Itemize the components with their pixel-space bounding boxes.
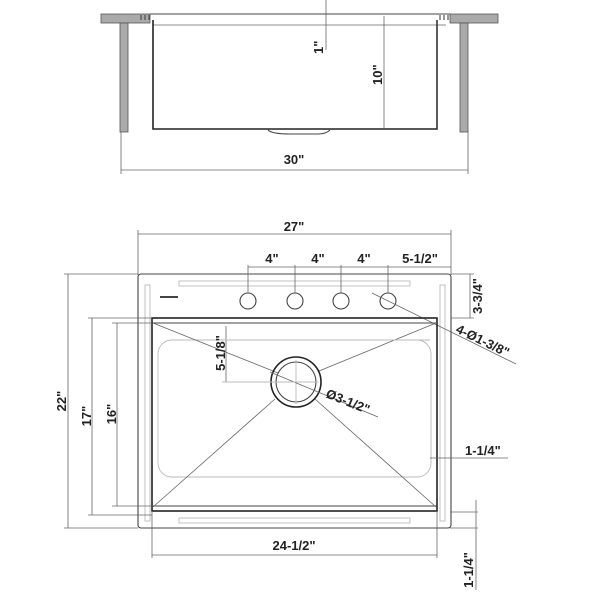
bowl-depth-label: 10" xyxy=(370,64,385,85)
slope-line-tr xyxy=(318,322,437,372)
countertop-left xyxy=(100,13,151,24)
side-view: 1" 10" 30" xyxy=(100,0,499,174)
overall-length-label: 22" xyxy=(54,391,69,412)
side-deck-label: 1-1/4" xyxy=(465,443,501,458)
faucet-spacing-1-label: 4" xyxy=(265,251,278,266)
front-overflow-slot xyxy=(178,517,411,524)
faucet-edge-offset-label: 5-1/2" xyxy=(402,251,438,266)
drain-diameter-label: Ø3-1/2" xyxy=(324,386,372,417)
clip-right xyxy=(439,15,449,20)
faucet-row-offset-label: 3-3/4" xyxy=(470,278,485,314)
cabinet-wall-right xyxy=(459,22,469,133)
faucet-holes-label: 4-Ø1-3/8" xyxy=(454,321,512,360)
countertop-right xyxy=(449,13,499,24)
rim-depth-label: 1" xyxy=(311,41,326,54)
bowl-outer-length-label: 17" xyxy=(79,406,94,427)
faucet-spacing-3-label: 4" xyxy=(357,251,370,266)
cabinet-width-label: 30" xyxy=(284,152,305,167)
sink-deck xyxy=(137,273,452,529)
drain-leader xyxy=(269,371,379,418)
left-rail xyxy=(144,284,151,522)
bowl-width-label: 24-1/2" xyxy=(272,538,315,553)
overall-width-label: 27" xyxy=(284,219,305,234)
faucet-spacing-2-label: 4" xyxy=(311,251,324,266)
bowl-bottom xyxy=(157,339,432,478)
slope-line-br xyxy=(314,398,437,508)
right-rail xyxy=(439,284,446,522)
sink-bowl xyxy=(152,20,438,130)
slope-line-tl xyxy=(152,322,279,374)
front-deck-label: 1-1/4" xyxy=(461,552,476,588)
brand-logo xyxy=(160,296,178,298)
faucet-hole-leader xyxy=(371,292,517,365)
faucet-hole-2 xyxy=(286,292,304,310)
drain-offset-label: 5-1/8" xyxy=(213,335,228,371)
faucet-hole-1 xyxy=(239,292,257,310)
drain-outline xyxy=(267,129,331,135)
top-view: 27" 4" 4" 4" 5-1/2" 3-3/4" 4-Ø1- xyxy=(54,219,517,590)
bowl-inner-length-label: 16" xyxy=(104,404,119,425)
faucet-hole-3 xyxy=(332,292,350,310)
cabinet-wall-left xyxy=(119,22,129,133)
back-overflow-slot xyxy=(178,280,411,287)
clip-left xyxy=(140,15,150,20)
slope-line-bl xyxy=(152,398,276,508)
bowl-outer-rim xyxy=(151,317,438,512)
